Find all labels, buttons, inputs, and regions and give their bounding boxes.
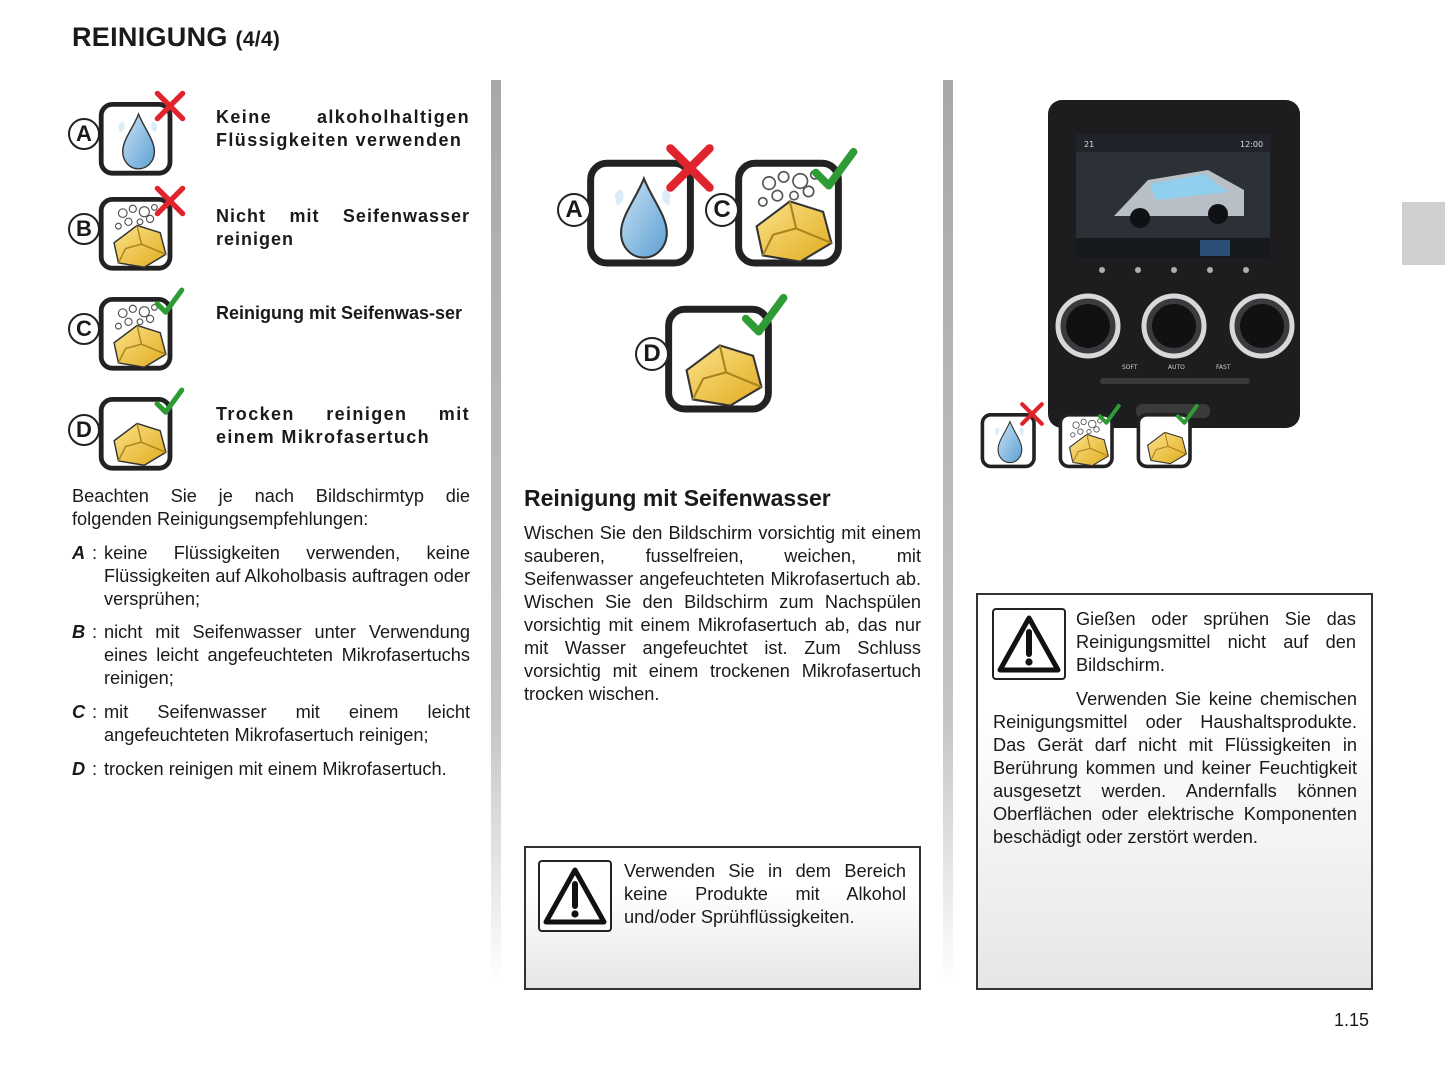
list-text: mit Seifenwasser mit einem leicht angefe… [104, 702, 470, 745]
list-item: D: trocken reinigen mit einem Mikrofaser… [72, 758, 470, 781]
list-text: nicht mit Seifenwasser unter Verwendung … [104, 622, 470, 688]
multimedia-screen-illustration: 21 12:00 SOFT AUTO FAST [1048, 100, 1300, 428]
list-key: D [72, 759, 86, 779]
dry-cloth-large-icon [664, 286, 800, 422]
icon-letter-c: C [68, 313, 100, 345]
screen-clock: 12:00 [1240, 140, 1263, 149]
column-separator-right [943, 80, 953, 985]
list-item: A: keine Flüssigkeiten verwenden, keine … [72, 543, 470, 609]
icon-letter-b: B [68, 213, 100, 245]
screen-button-soft: SOFT [1122, 364, 1138, 371]
intro-text: Beachten Sie je nach Bildschirmtyp die f… [72, 486, 470, 529]
icon-label-b: Nicht mit Seifenwasser reinigen [216, 206, 470, 249]
icon-label-c: Reinigung mit Seifenwas-ser [216, 303, 463, 323]
warning-text-2: Verwenden Sie keine chemischen Reinigung… [993, 689, 1357, 847]
soapy-water-ok-icon [98, 283, 190, 375]
screen-no-liquid-icon [980, 400, 1046, 469]
list-key: A [72, 543, 86, 563]
screen-dry-cloth-icon [1136, 403, 1199, 469]
warning-triangle-icon [992, 608, 1066, 680]
screen-button-auto: AUTO [1168, 364, 1185, 371]
section-heading: Reinigung mit Seifenwasser [524, 485, 831, 511]
no-liquid-large-icon [586, 140, 722, 276]
icon-letter-a: A [68, 118, 100, 150]
screen-temperature: 21 [1084, 140, 1094, 149]
section-tab-marker [1402, 202, 1445, 265]
page-title: REINIGUNG (4/4) [72, 22, 280, 53]
soapy-water-large-icon [734, 140, 870, 276]
list-item: C: mit Seifenwasser mit einem leicht ang… [72, 702, 470, 745]
warning-box-alcohol: Verwenden Sie in dem Bereich keine Produ… [524, 846, 921, 990]
warning-box-screen: Gießen oder sprühen Sie das Reinigungsmi… [976, 593, 1373, 990]
illustration-letter-a: A [557, 193, 591, 227]
warning-triangle-icon [538, 860, 612, 932]
no-alcohol-liquid-icon [98, 88, 190, 180]
title-text: REINIGUNG [72, 22, 228, 52]
illustration-letter-c: C [705, 193, 739, 227]
icon-letter-d: D [68, 414, 100, 446]
column-separator-left [491, 80, 501, 985]
screen-soapy-water-icon [1058, 403, 1121, 469]
warning-text: Verwenden Sie in dem Bereich keine Produ… [624, 861, 906, 927]
title-part: (4/4) [235, 28, 281, 51]
icon-label-a: Keine alkoholhaltigen Flüssigkeiten verw… [216, 107, 470, 150]
dry-microfiber-ok-icon [98, 383, 190, 475]
page-number: 1.15 [1334, 1010, 1370, 1030]
list-key: B [72, 622, 86, 642]
illustration-letter-d: D [635, 337, 669, 371]
icon-label-d: Trocken reinigen mit einem Mikrofasertuc… [216, 404, 470, 447]
screen-button-fast: FAST [1216, 364, 1231, 371]
list-item: B: nicht mit Seifenwasser unter Verwendu… [72, 622, 470, 688]
list-text: trocken reinigen mit einem Mikrofasertuc… [104, 759, 447, 779]
warning-text-1: Gießen oder sprühen Sie das Reinigungsmi… [1076, 609, 1356, 675]
list-text: keine Flüssigkeiten verwenden, keine Flü… [104, 543, 470, 609]
cleaning-paragraph: Wischen Sie den Bildschirm vorsichtig mi… [524, 523, 921, 704]
list-key: C [72, 702, 86, 722]
no-soapy-water-icon [98, 183, 190, 275]
